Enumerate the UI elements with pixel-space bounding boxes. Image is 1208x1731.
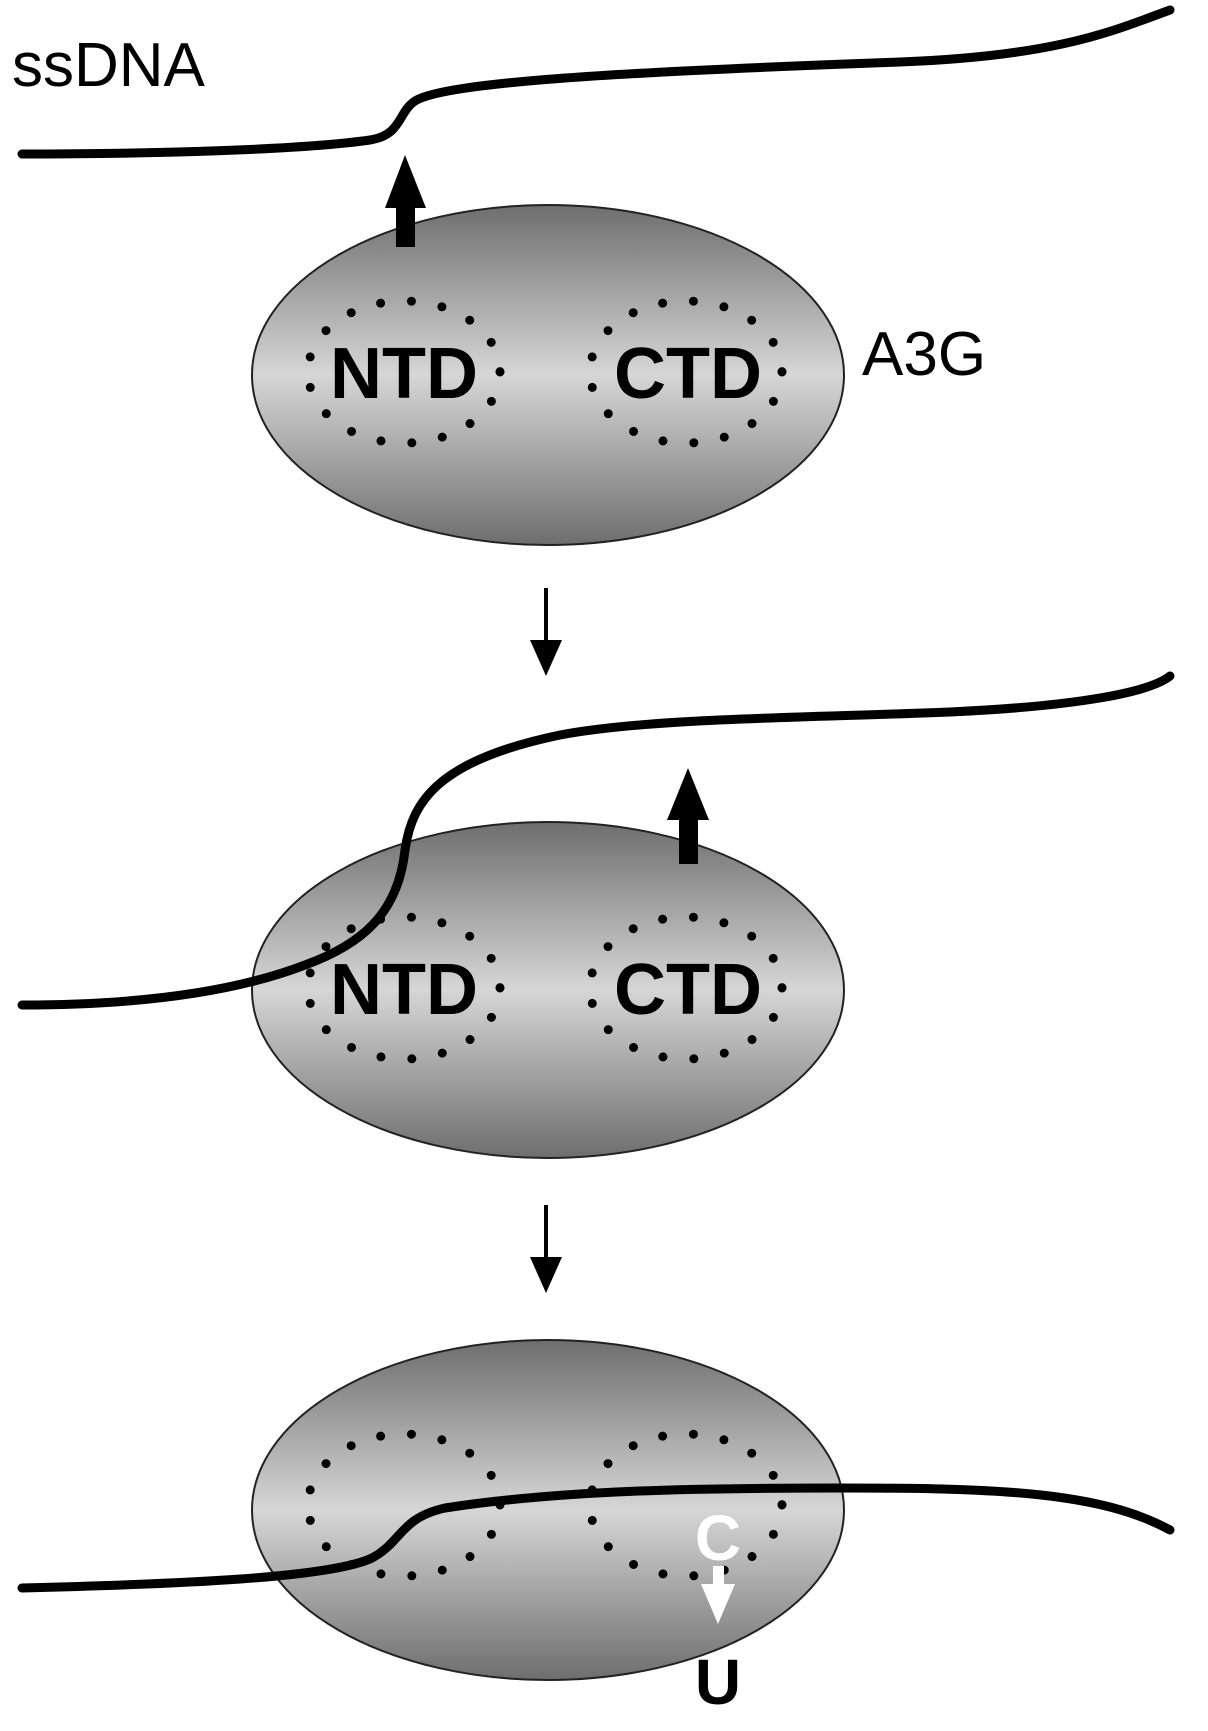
transition-arrow-1 — [530, 588, 562, 676]
ctd-label: CTD — [614, 334, 762, 414]
ctd-domain-outline — [585, 296, 787, 448]
deamination-arrow — [701, 1566, 735, 1624]
transition-arrow-2 — [530, 1205, 562, 1293]
ntd-label: NTD — [330, 950, 478, 1030]
a3g-protein — [251, 204, 845, 546]
ssdna-strand — [17, 5, 1175, 159]
ntd-label: NTD — [330, 334, 478, 414]
ssdna-label: ssDNA — [12, 31, 206, 100]
a3g-protein — [251, 821, 845, 1159]
stage-3-ctd-deamination: C U — [17, 1339, 1175, 1718]
binding-arrow — [385, 155, 426, 247]
ctd-domain-outline — [585, 912, 787, 1064]
ssdna-strand — [17, 671, 1175, 1010]
ntd-domain-outline — [303, 912, 505, 1064]
a3g-label: A3G — [862, 320, 986, 389]
stage-2-ntd-binding: NTD CTD — [17, 671, 1175, 1159]
ntd-domain-outline — [303, 296, 505, 448]
a3g-protein — [251, 1339, 845, 1681]
ctd-domain-outline — [585, 1429, 787, 1581]
cytidine-label: C — [695, 1502, 741, 1574]
uridine-label: U — [695, 1646, 741, 1718]
translocation-arrow — [667, 768, 709, 864]
ctd-label: CTD — [614, 950, 762, 1030]
stage-1-scanning: ssDNA NTD CTD A3G — [12, 5, 1175, 546]
ssdna-strand — [17, 1483, 1175, 1593]
